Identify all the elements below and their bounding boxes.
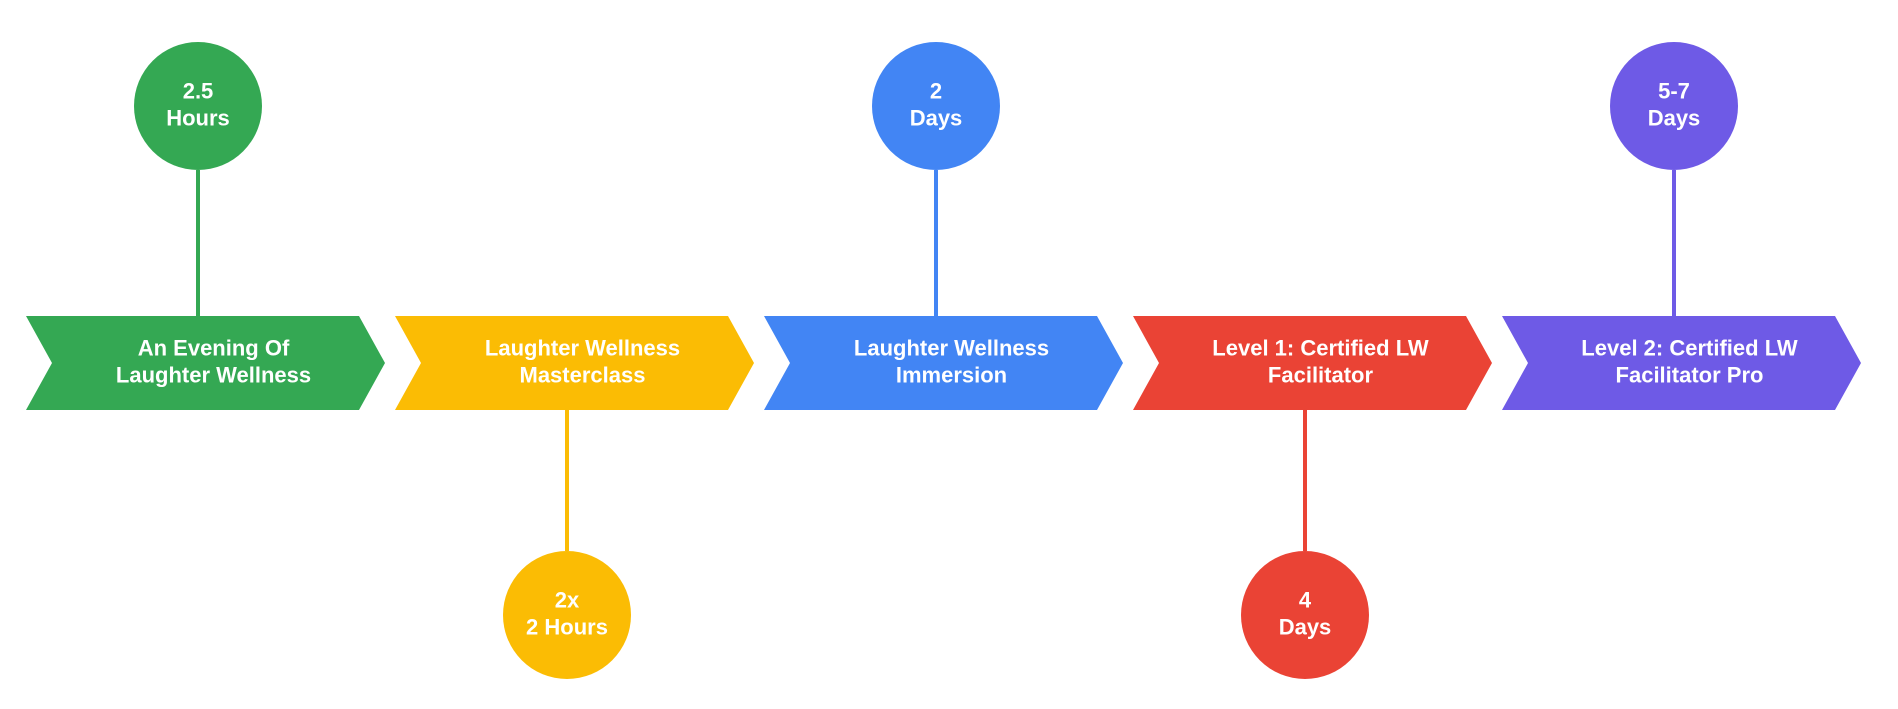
- duration-bubble: [1241, 551, 1369, 679]
- duration-bubble: [134, 42, 262, 170]
- step-chevron: [1502, 316, 1861, 410]
- step-chevron: [26, 316, 385, 410]
- step-chevron: [764, 316, 1123, 410]
- duration-bubble: [872, 42, 1000, 170]
- duration-bubble: [1610, 42, 1738, 170]
- duration-bubble: [503, 551, 631, 679]
- step-chevron: [395, 316, 754, 410]
- step-chevron: [1133, 316, 1492, 410]
